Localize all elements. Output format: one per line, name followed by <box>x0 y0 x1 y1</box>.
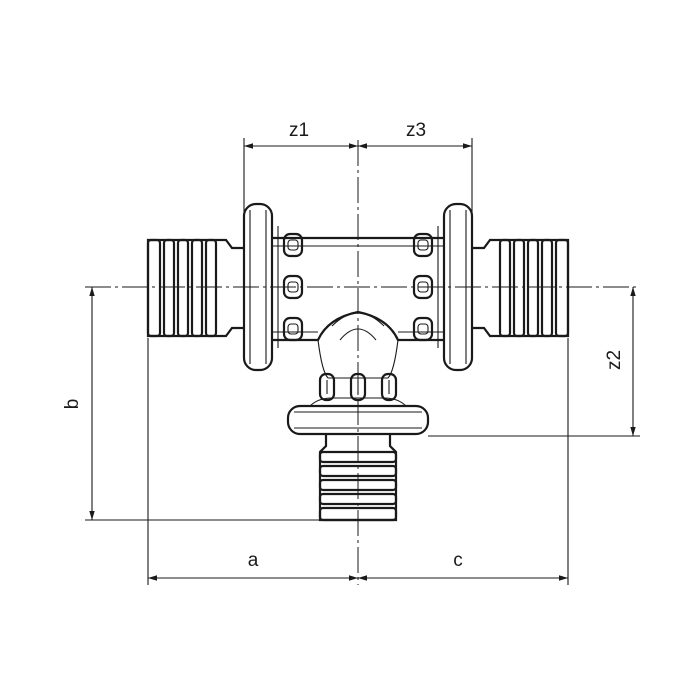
label-z2: z2 <box>604 350 625 370</box>
label-z1: z1 <box>289 120 309 141</box>
left-flange <box>242 202 274 372</box>
center-lines <box>85 140 640 585</box>
left-spigot <box>146 238 244 338</box>
right-spigot <box>472 238 570 338</box>
dimension-b: b <box>62 287 95 520</box>
right-clips <box>412 226 439 348</box>
dimension-z1: z1 <box>244 120 358 149</box>
label-z3: z3 <box>406 120 426 141</box>
bottom-spigot <box>318 434 398 522</box>
tee-fitting <box>146 202 570 522</box>
dimension-c: c <box>358 550 568 581</box>
bottom-clips <box>318 372 398 402</box>
dimension-z3: z3 <box>358 120 472 149</box>
left-clips <box>277 226 304 348</box>
dimension-z2: z2 <box>604 287 636 436</box>
right-flange <box>442 202 474 372</box>
bottom-flange <box>286 397 430 436</box>
extension-lines <box>85 138 640 585</box>
label-a: a <box>248 550 259 571</box>
label-c: c <box>453 550 463 571</box>
label-b: b <box>62 399 83 410</box>
dimension-a: a <box>148 550 358 581</box>
